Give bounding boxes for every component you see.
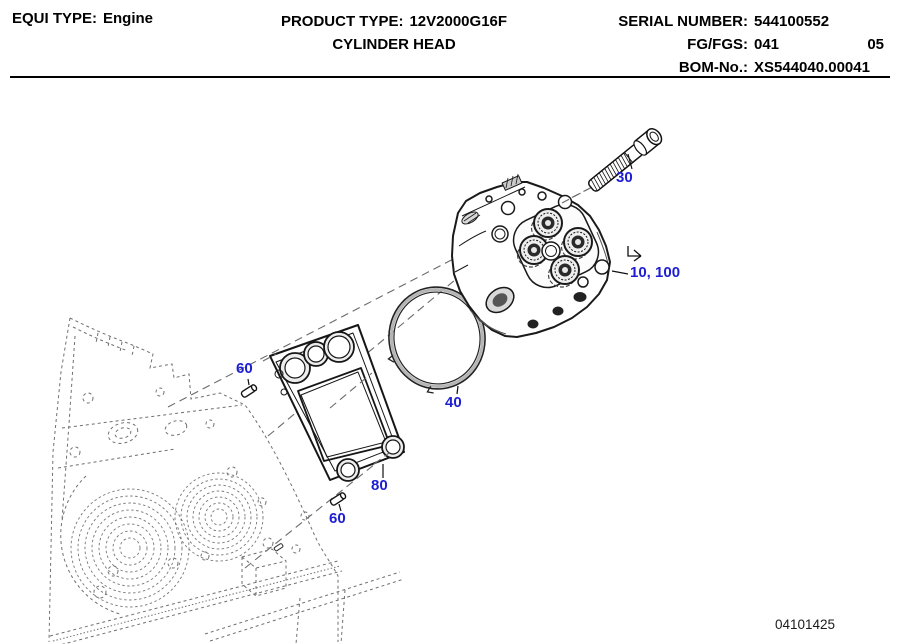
cylinder-head xyxy=(451,173,611,338)
head-plug-details xyxy=(461,173,523,225)
serial-row: SERIAL NUMBER: 544100552 xyxy=(612,10,884,33)
product-type-value: 12V2000G16F xyxy=(409,13,508,30)
dowel-pin-upper xyxy=(240,384,258,398)
valve-springs xyxy=(516,208,593,288)
equi-type: EQUI TYPE: Engine xyxy=(12,10,153,27)
bom-row: BOM-No.: XS544040.00041 xyxy=(612,56,884,79)
fg-row: FG/FGS: 041 05 xyxy=(612,33,884,56)
head-ports xyxy=(485,286,587,329)
equi-type-value: Engine xyxy=(103,10,154,27)
callout-10-100[interactable]: 10, 100 xyxy=(630,264,681,281)
callout-60-top[interactable]: 60 xyxy=(236,360,253,377)
small-pin xyxy=(273,543,284,552)
callout-40[interactable]: 40 xyxy=(445,394,462,411)
continuation-arrow-icon xyxy=(627,246,642,262)
axis-overlay-dashes xyxy=(262,353,390,465)
head-bolt-holes xyxy=(485,188,610,288)
serial-value: 544100552 xyxy=(754,13,830,30)
callout-80[interactable]: 80 xyxy=(371,477,388,494)
page-title: CYLINDER HEAD xyxy=(332,36,456,53)
gear-cluster-left xyxy=(70,488,190,608)
fg-value: 041 xyxy=(754,36,780,53)
serial-label: SERIAL NUMBER: xyxy=(618,13,748,30)
product-block: PRODUCT TYPE: 12V2000G16F CYLINDER HEAD xyxy=(244,10,544,56)
dowel-pin-lower xyxy=(329,492,347,506)
callout-60-bottom[interactable]: 60 xyxy=(329,510,346,527)
bolt-head xyxy=(633,128,663,156)
serial-block: SERIAL NUMBER: 544100552 FG/FGS: 041 05 B… xyxy=(612,10,884,79)
head-gasket xyxy=(269,324,405,482)
gear-cluster-right xyxy=(174,472,264,562)
equi-type-label: EQUI TYPE: xyxy=(12,10,98,27)
gasket-bores xyxy=(279,331,405,482)
header: EQUI TYPE: Engine PRODUCT TYPE: 12V2000G16… xyxy=(0,0,900,78)
fg-extra: 05 xyxy=(867,36,884,53)
seal-ring xyxy=(387,286,486,394)
axis-overlay-bolt xyxy=(561,185,595,204)
drawing-number: 04101425 xyxy=(775,617,836,632)
fg-label: FG/FGS: xyxy=(687,36,748,53)
bom-label: BOM-No.: xyxy=(678,59,748,76)
callout-leader-lines xyxy=(247,153,633,512)
callout-30[interactable]: 30 xyxy=(616,169,633,186)
header-divider xyxy=(10,76,890,78)
product-type-label: PRODUCT TYPE: xyxy=(280,13,404,30)
bom-value: XS544040.00041 xyxy=(754,59,870,76)
engine-block-phantom xyxy=(48,317,405,644)
